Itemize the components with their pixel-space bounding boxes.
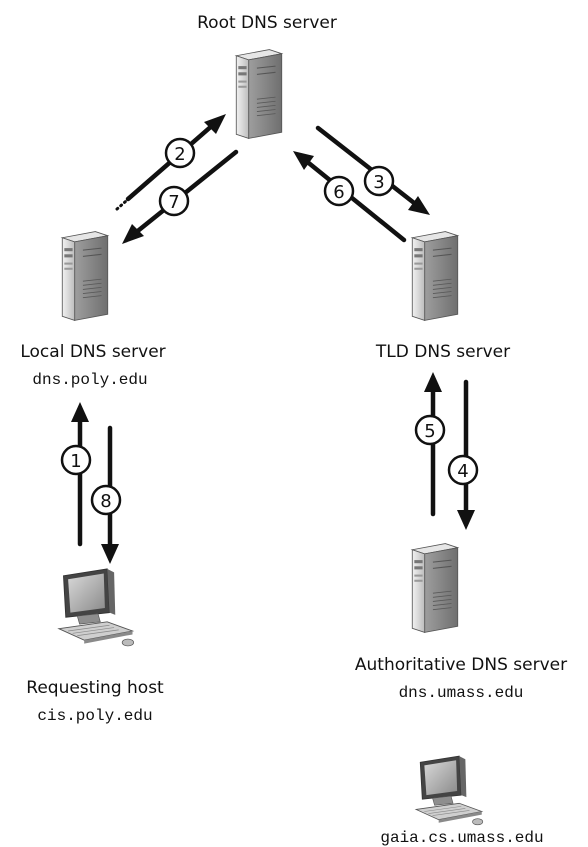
step-badge-2: 2 [164,137,196,169]
step-badge-1: 1 [60,444,92,476]
svg-text:1: 1 [70,451,81,472]
svg-text:4: 4 [457,461,468,482]
gaia-host-computer-icon [415,755,484,826]
svg-text:7: 7 [168,192,179,213]
svg-text:6: 6 [333,182,344,203]
step-badge-3: 3 [363,165,395,197]
step-badge-5: 5 [414,414,446,446]
step-badge-8: 8 [90,484,122,516]
tld-dns-server-label: TLD DNS server [375,342,510,362]
local-dns-server-label: Local DNS server [20,342,165,362]
gaia-host-hostname: gaia.cs.umass.edu [380,829,543,847]
arrow-6 [302,157,407,243]
svg-text:3: 3 [373,172,384,193]
svg-text:8: 8 [100,491,111,512]
svg-text:2: 2 [174,144,185,165]
step-badge-6: 6 [323,175,355,207]
step-badge-7: 7 [158,185,190,217]
authoritative-dns-server-icon [411,543,459,633]
arrowheads [71,114,475,564]
requesting-host-hostname: cis.poly.edu [37,707,152,725]
requesting-host-computer-icon [58,568,135,647]
root-dns-server-label: Root DNS server [197,13,337,33]
tld-dns-server-icon [411,231,459,321]
svg-text:5: 5 [424,421,435,442]
step-badge-4: 4 [447,454,479,486]
local-dns-server-icon [61,231,109,321]
local-dns-server-hostname: dns.poly.edu [32,371,147,389]
authoritative-dns-server-label: Authoritative DNS server [355,655,567,675]
arrow-3 [315,125,421,209]
root-dns-server-icon [235,49,283,139]
requesting-host-label: Requesting host [26,678,164,698]
authoritative-dns-server-hostname: dns.umass.edu [399,684,524,702]
